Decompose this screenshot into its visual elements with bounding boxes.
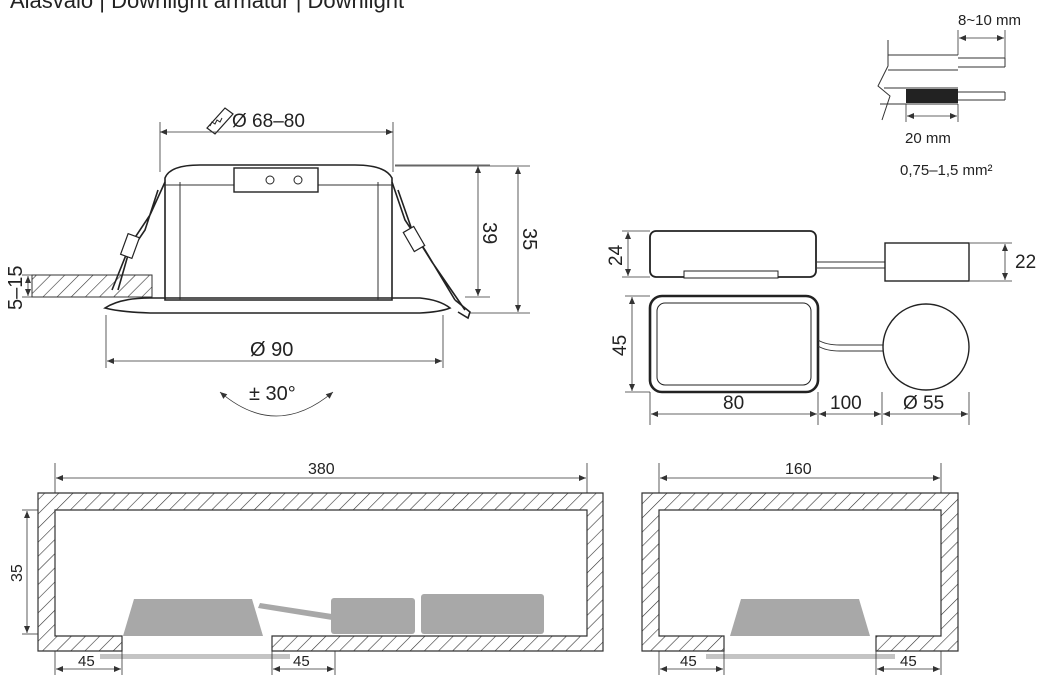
fixture-side-view: Ø 68–80 39 35 5–15 Ø 90 ± 30° (5, 107, 540, 417)
inner-height-label: 39 (478, 222, 500, 244)
driver-length-label: 80 (723, 393, 744, 414)
driver-module-side (884, 242, 970, 282)
driver-depth-label: 45 (610, 335, 631, 356)
module-diameter-label: Ø 55 (903, 393, 944, 414)
spring-clip-left-tab (119, 232, 141, 260)
ceiling-slab (31, 274, 153, 298)
clearance-right-label: 45 (900, 653, 917, 670)
trim-ring (103, 297, 452, 314)
spring-clip-right (391, 181, 466, 311)
connecting-cable (258, 603, 332, 620)
ceiling-thickness-label: 5–15 (5, 266, 27, 311)
driver-top-cable (817, 339, 888, 346)
clearance-right-label: 45 (293, 653, 310, 670)
downlight-silhouette (123, 599, 263, 636)
cross-section-label: 0,75–1,5 mm² (900, 162, 993, 179)
downlight-silhouette (730, 599, 870, 636)
driver-top-inner (656, 302, 812, 386)
saw-teeth (209, 117, 223, 127)
spring-clip-right-tab (402, 225, 426, 253)
cutout-label: Ø 68–80 (232, 111, 305, 132)
driver-silhouette (331, 598, 415, 634)
cable-break-line (877, 40, 891, 121)
driver-views: 24 22 45 80 100 Ø 55 (606, 230, 1036, 425)
terminal-screw (293, 175, 303, 185)
driver-module-top (882, 303, 970, 391)
spring-clip-left (111, 181, 166, 291)
driver-side-base (683, 270, 779, 279)
diameter-label: Ø 90 (250, 339, 293, 361)
tilt-arc-arrow (219, 391, 334, 417)
trim-bar (100, 654, 290, 659)
installation-narrow: 160 45 45 (641, 461, 959, 675)
clearance-left-label: 45 (78, 653, 95, 670)
wire-sheath-dark (906, 89, 958, 103)
cavity-width-label: 380 (308, 461, 335, 478)
driver-top-cable (817, 345, 888, 352)
driver-top-body (648, 294, 820, 394)
module-height-label: 22 (1015, 252, 1036, 273)
terminal-block (233, 167, 319, 193)
driver-side-body (649, 230, 817, 278)
tilt-label: ± 30° (249, 383, 296, 405)
outer-height-label: 35 (518, 228, 540, 250)
sheath-length-label: 20 mm (905, 130, 951, 147)
page-title: Alasvalo | Downlight armatur | Downlight (10, 0, 404, 13)
strip-length-label: 8~10 mm (958, 12, 1021, 29)
clip-hook (454, 299, 471, 320)
terminal-screw (265, 175, 275, 185)
module-silhouette (421, 594, 544, 634)
installation-wide: 380 35 45 45 (9, 461, 604, 675)
clearance-left-label: 45 (680, 653, 697, 670)
trim-bar (706, 654, 895, 659)
cable-length-label: 100 (830, 393, 862, 414)
cavity-width-label: 160 (785, 461, 812, 478)
cavity-depth-label: 35 (9, 564, 26, 582)
driver-height-label: 24 (606, 244, 627, 266)
fixture-housing (164, 164, 393, 301)
cable-strip-detail: 8~10 mm 20 mm 0,75–1,5 mm² (877, 12, 1021, 179)
